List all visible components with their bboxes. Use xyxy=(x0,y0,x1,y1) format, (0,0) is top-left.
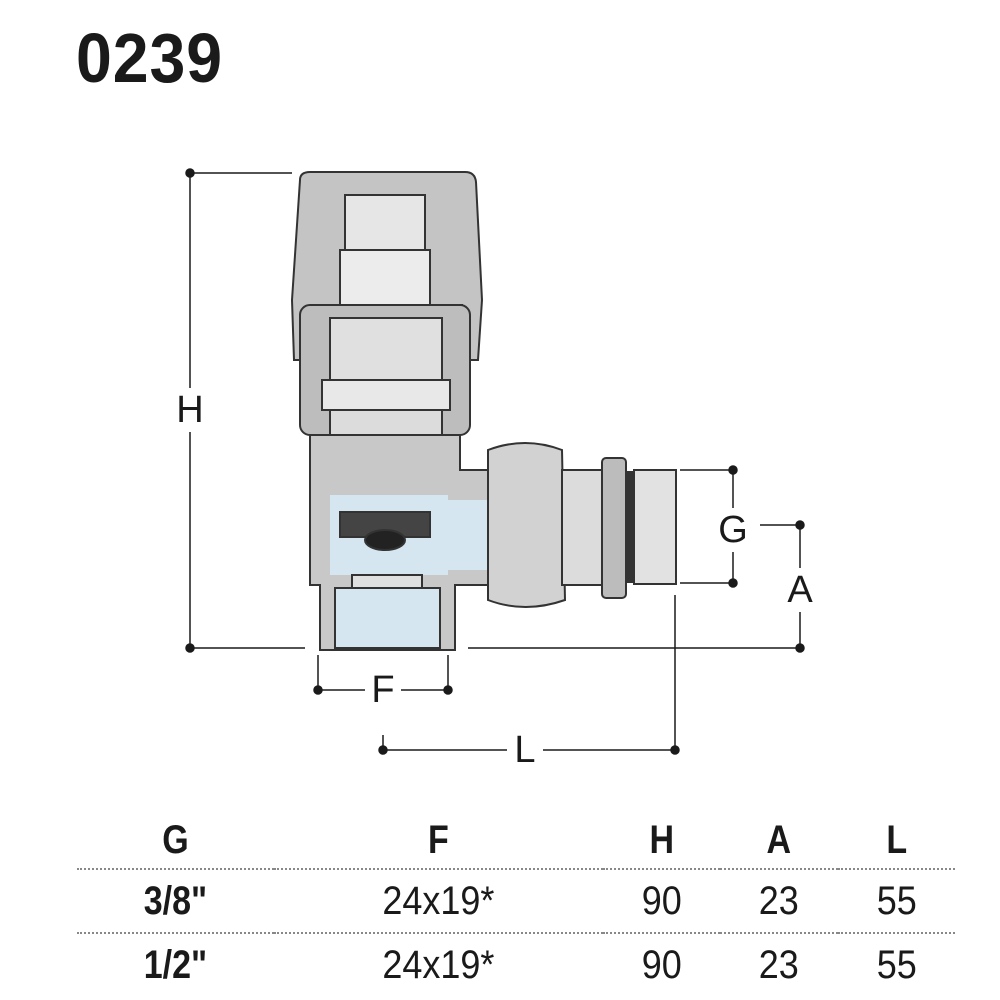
valve-body xyxy=(290,171,677,651)
dim-label-l: L xyxy=(514,729,535,771)
header-g: G xyxy=(162,817,189,862)
cell-l: 55 xyxy=(843,868,950,933)
table-row: 1/2" 24x19* 90 23 55 xyxy=(77,932,955,996)
product-code-title: 0239 xyxy=(76,19,223,97)
dim-label-a: A xyxy=(787,569,813,611)
cell-h: 90 xyxy=(608,868,715,933)
header-a: A xyxy=(766,817,792,862)
dim-label-h: H xyxy=(176,389,203,431)
cell-a: 23 xyxy=(725,868,832,933)
table-row: 3/8" 24x19* 90 23 55 xyxy=(77,868,955,933)
dim-label-g: G xyxy=(718,509,748,551)
header-h: H xyxy=(649,817,674,862)
cell-h: 90 xyxy=(608,932,715,996)
table-header-row: G F H A L xyxy=(77,812,955,869)
cell-f: 24x19* xyxy=(290,868,587,933)
dimensions-table: G F H A L 3/8" 24x19* 90 23 55 1/2" 24x1… xyxy=(77,812,955,996)
cell-l: 55 xyxy=(843,932,950,996)
header-f: F xyxy=(427,817,449,862)
header-l: L xyxy=(885,817,907,862)
dimension-lines xyxy=(185,168,805,755)
cell-g: 1/2" xyxy=(91,932,260,996)
cell-a: 23 xyxy=(725,932,832,996)
dim-label-f: F xyxy=(371,669,394,711)
cell-f: 24x19* xyxy=(290,932,587,996)
cell-g: 3/8" xyxy=(91,868,260,933)
